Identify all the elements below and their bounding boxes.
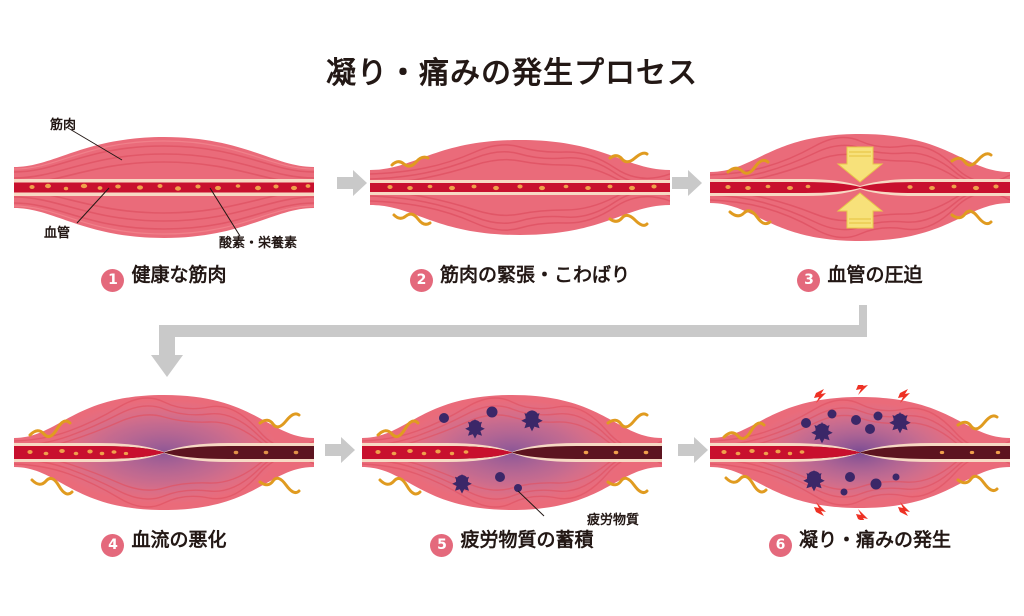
annotation-nutrients: 酸素・栄養素: [219, 236, 298, 251]
step-panel-2: 2 筋肉の緊張・こわばり: [370, 120, 670, 320]
tension-marks-3: [726, 152, 993, 226]
muscle-illustration-3: [710, 134, 1010, 241]
step-label-1: 健康な筋肉: [131, 264, 227, 286]
step-panel-1: 1 健康な筋肉: [14, 120, 314, 320]
step-badge-4: 4: [101, 534, 125, 557]
nutrient-particles-3: [725, 184, 999, 191]
muscle-diagram-tension: [370, 120, 670, 255]
step-panel-6: 6 凝り・痛みの発生: [710, 381, 1010, 585]
step-caption-3: 3 血管の圧迫: [710, 260, 1010, 292]
nutrient-particles-5: [375, 449, 649, 456]
step-label-5: 疲労物質の蓄積: [460, 529, 594, 551]
muscle-diagram-poor-flow: [14, 385, 314, 520]
step-label-3: 血管の圧迫: [827, 264, 923, 286]
nutrient-particles-6: [721, 449, 1001, 456]
step-label-2: 筋肉の緊張・こわばり: [439, 264, 630, 286]
muscle-diagram-pain: [710, 381, 1010, 523]
blood-vessel-1: [14, 182, 314, 193]
step-badge-2: 2: [409, 269, 433, 292]
step-caption-4: 4 血流の悪化: [14, 525, 314, 557]
muscle-illustration-6: [710, 381, 1010, 523]
nutrient-particles-2: [387, 184, 657, 191]
flow-arrow-4-to-5: [325, 437, 355, 463]
step-badge-3: 3: [797, 269, 821, 292]
step-panel-5: 5 疲労物質の蓄積: [362, 385, 662, 585]
step-badge-5: 5: [430, 534, 454, 557]
step-caption-1: 1 健康な筋肉: [14, 260, 314, 292]
step-label-6: 凝り・痛みの発生: [798, 529, 951, 551]
muscle-illustration-4: [14, 395, 314, 510]
muscle-diagram-healthy: [14, 120, 314, 255]
muscle-illustration-5: [362, 395, 662, 517]
annotation-vessel: 血管: [44, 226, 71, 241]
step-caption-6: 6 凝り・痛みの発生: [710, 525, 1010, 557]
blood-upstream-6: [710, 446, 860, 459]
nutrient-particles-4: [27, 449, 299, 456]
step-label-4: 血流の悪化: [131, 529, 227, 551]
blood-vessel-3: [710, 182, 1010, 193]
flow-arrow-5-to-6: [678, 437, 708, 463]
fatigue-substance-dots-6: [801, 409, 911, 496]
annotation-fatigue: 疲労物質: [587, 513, 640, 528]
step-badge-1: 1: [101, 269, 125, 292]
compression-arrows-3: [836, 146, 884, 229]
tension-marks-4: [28, 412, 301, 496]
tension-marks-6: [722, 414, 999, 494]
fatigue-substance-dots-5: [439, 406, 543, 494]
annotation-muscle: 筋肉: [50, 118, 77, 133]
step-badge-6: 6: [768, 534, 792, 557]
step-caption-5: 5 疲労物質の蓄積: [362, 525, 662, 557]
flow-arrow-2-to-3: [672, 170, 702, 196]
pain-bolts-6: [814, 381, 910, 523]
step-caption-2: 2 筋肉の緊張・こわばり: [370, 260, 670, 292]
nutrient-particles-1: [29, 183, 311, 191]
muscle-diagram-compression: [710, 120, 1010, 255]
flow-arrow-3-to-4: [150, 305, 880, 380]
tension-marks-2: [390, 151, 649, 227]
tension-marks-5: [376, 412, 649, 496]
step-panel-3: 3 血管の圧迫: [710, 120, 1010, 320]
flow-arrow-1-to-2: [337, 170, 367, 196]
muscle-illustration-2: [370, 140, 670, 235]
step-panel-4: 4 血流の悪化: [14, 385, 314, 585]
muscle-diagram-fatigue: [362, 385, 662, 520]
page-title: 凝り・痛みの発生プロセス: [326, 56, 698, 91]
